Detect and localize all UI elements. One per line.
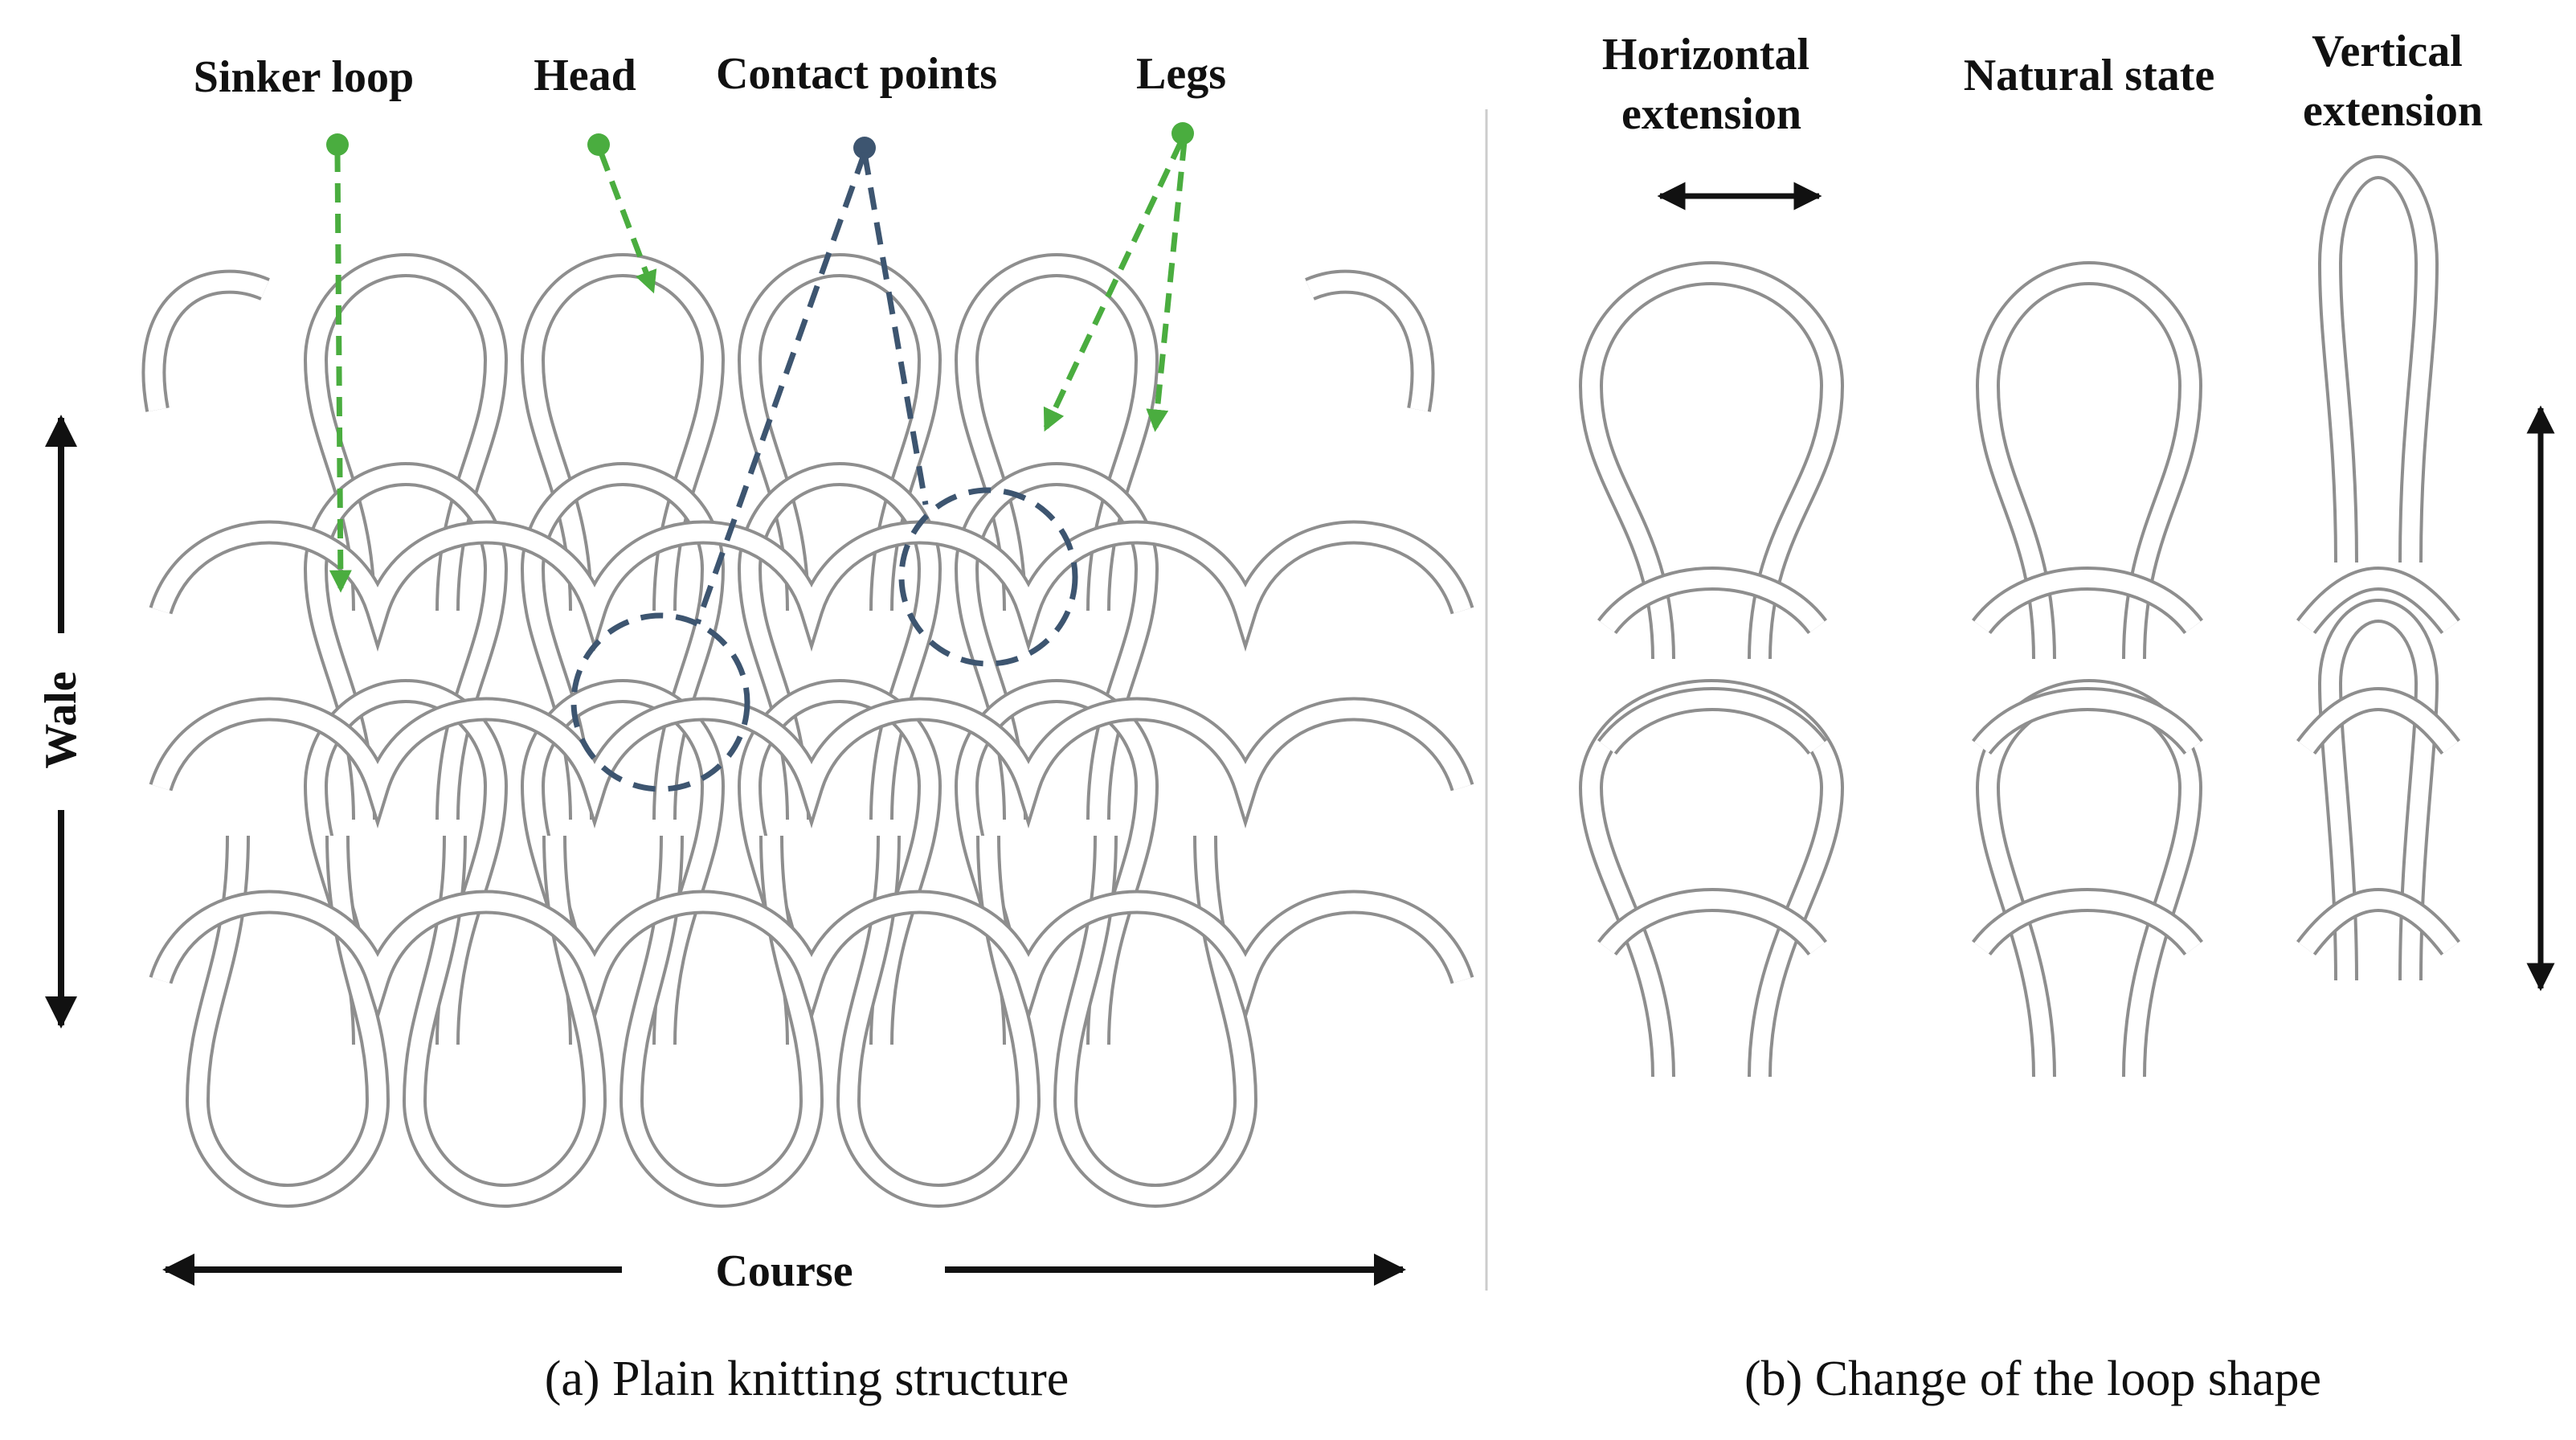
panel-a-caption: (a) Plain knitting structure	[545, 1352, 1069, 1406]
yarn-loop-fill	[839, 835, 1038, 1205]
yarn-loop-fill	[523, 256, 722, 612]
yarn-loop-fill	[1974, 570, 2201, 632]
plain-knitting-panel: Sinker loop Head Contact points Legs Wal…	[36, 49, 1474, 1406]
yarn-loop-fill	[1600, 690, 1825, 753]
yarn-loop-fill	[2299, 891, 2458, 954]
yarn-loop	[1975, 679, 2203, 1078]
head-label: Head	[534, 51, 636, 100]
yarn-loop-fill	[957, 465, 1156, 820]
horizontal-extension-line-1: Horizontal	[1602, 30, 1809, 80]
head-pointer	[587, 133, 657, 294]
yarn-loop-fill	[188, 835, 387, 1205]
sinker-loop-label: Sinker loop	[194, 52, 414, 102]
contact-point-circle	[898, 487, 1078, 667]
yarn-loop-fill	[740, 465, 939, 820]
yarn-loop-fill	[1978, 264, 2200, 660]
yarn-loop-fill	[2320, 602, 2436, 981]
yarn-loop-fill	[306, 465, 505, 820]
contact-point-circle	[570, 612, 750, 792]
sinker-loop-pointer	[326, 133, 352, 593]
legs-label: Legs	[1136, 49, 1226, 99]
vertical-extension-line-2: extension	[2303, 86, 2483, 136]
yarn-loop-fill	[405, 835, 604, 1205]
loop-shape-panel: Horizontal extension Natural state Verti…	[1578, 27, 2555, 1406]
yarn-loop-fill	[957, 256, 1156, 612]
yarn-loop-fill	[306, 256, 505, 612]
contact-points-pointer	[570, 137, 1078, 792]
yarn-loop-fill	[740, 256, 939, 612]
yarn-loop-fill	[1974, 690, 2201, 753]
yarn-loop-fill	[1974, 891, 2201, 954]
yarn-loop-fill	[152, 893, 1471, 1011]
natural-state-label: Natural state	[1964, 51, 2215, 100]
legs-pointer	[1043, 122, 1194, 432]
yarn-loop-fill	[1306, 272, 1432, 412]
yarn-loop-fill	[2299, 690, 2458, 753]
course-axis: Course	[162, 1246, 1406, 1296]
yarn-loop-fill	[622, 835, 821, 1205]
horizontal-extension-line-2: extension	[1621, 89, 1801, 139]
yarn-loop-fill	[1056, 835, 1255, 1205]
yarn-loop-fill	[2299, 570, 2458, 632]
wale-label: Wale	[36, 671, 86, 768]
vertical-extension-line-1: Vertical	[2312, 27, 2463, 76]
contact-points-label: Contact points	[716, 49, 997, 99]
yarn-loop-fill	[1581, 264, 1842, 660]
yarn-loop	[1578, 679, 1845, 1078]
yarn-loop-fill	[1600, 891, 1825, 954]
panel-b-caption: (b) Change of the loop shape	[1744, 1352, 2321, 1406]
yarn-loop-fill	[523, 465, 722, 820]
yarn-loop-fill	[152, 523, 1471, 641]
loop-shape-yarns	[1578, 155, 2460, 1078]
vertical-extension-label: Vertical extension	[2303, 27, 2483, 136]
course-label: Course	[715, 1246, 853, 1296]
wale-axis: Wale	[36, 415, 86, 1029]
yarn-loop-fill	[1600, 570, 1825, 632]
yarn-loop-fill	[2320, 158, 2436, 563]
yarn-loop-fill	[152, 700, 1471, 818]
yarn-loop-fill	[145, 272, 269, 412]
yarn-loop	[185, 835, 390, 1208]
horizontal-extension-label: Horizontal extension	[1602, 30, 1821, 139]
knit-yarn-structure	[141, 253, 1474, 1208]
